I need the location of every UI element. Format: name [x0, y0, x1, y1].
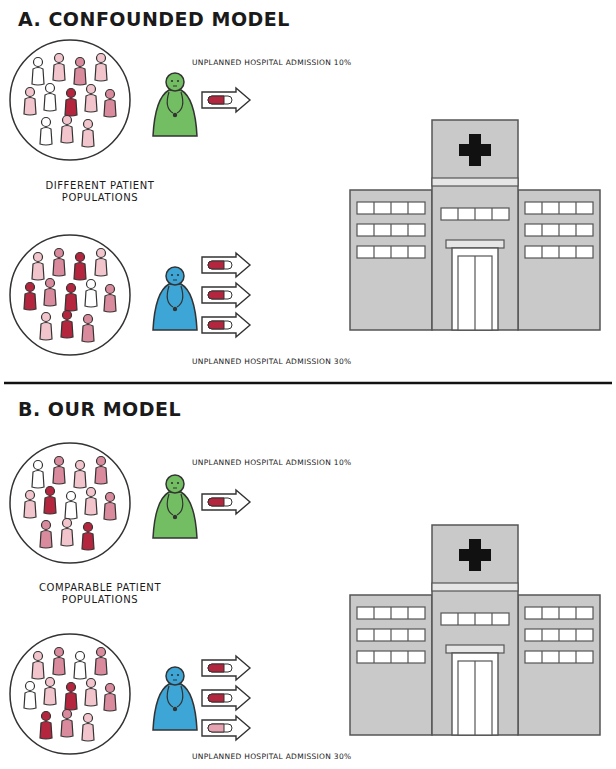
- patient-figure: [104, 493, 116, 521]
- patient-figure: [74, 58, 86, 86]
- admission-arrow: [202, 686, 250, 710]
- admission-rate: UNPLANNED HOSPITAL ADMISSION 30%: [192, 357, 492, 366]
- hospital-building: [350, 525, 600, 735]
- patient-figure: [24, 491, 36, 519]
- section-title: A. CONFOUNDED MODEL: [18, 8, 438, 31]
- patient-group: [24, 54, 116, 148]
- patient-figure: [95, 54, 107, 82]
- patient-figure: [85, 488, 97, 516]
- doctor-figure: [153, 667, 197, 730]
- patient-figure: [61, 311, 73, 339]
- patient-figure: [82, 523, 94, 551]
- doctor-figure: [153, 475, 197, 538]
- patient-figure: [40, 118, 52, 146]
- patient-figure: [65, 89, 77, 117]
- patient-figure: [82, 714, 94, 742]
- patient-figure: [61, 116, 73, 144]
- admission-arrow: [202, 283, 250, 307]
- admission-rate: UNPLANNED HOSPITAL ADMISSION 10%: [192, 458, 492, 467]
- admission-arrow: [202, 490, 250, 514]
- patient-figure: [74, 253, 86, 281]
- patient-figure: [85, 280, 97, 308]
- admission-arrow: [202, 656, 250, 680]
- patient-figure: [40, 313, 52, 341]
- patient-group: [24, 249, 116, 343]
- patient-figure: [85, 679, 97, 707]
- patient-figure: [44, 84, 56, 112]
- patient-figure: [65, 492, 77, 520]
- patient-figure: [74, 461, 86, 489]
- patient-figure: [44, 279, 56, 307]
- admission-arrow: [202, 313, 250, 337]
- patient-figure: [95, 249, 107, 277]
- patient-figure: [53, 648, 65, 676]
- population-circle: [10, 443, 130, 563]
- patient-figure: [74, 652, 86, 680]
- doctor-figure: [153, 73, 197, 136]
- population-label: DIFFERENT PATIENT POPULATIONS: [25, 180, 175, 204]
- patient-figure: [61, 710, 73, 738]
- admission-arrow: [202, 253, 250, 277]
- admission-arrow: [202, 716, 250, 740]
- patient-figure: [65, 683, 77, 711]
- patient-figure: [95, 457, 107, 485]
- patient-group: [24, 648, 116, 742]
- patient-figure: [32, 652, 44, 680]
- patient-figure: [95, 648, 107, 676]
- patient-group: [24, 457, 116, 551]
- patient-figure: [24, 88, 36, 116]
- patient-figure: [65, 284, 77, 312]
- patient-figure: [32, 253, 44, 281]
- patient-figure: [44, 678, 56, 706]
- population-label: COMPARABLE PATIENT POPULATIONS: [25, 582, 175, 606]
- admission-rate: UNPLANNED HOSPITAL ADMISSION 10%: [192, 58, 492, 67]
- patient-figure: [24, 682, 36, 710]
- patient-figure: [61, 519, 73, 547]
- population-circle: [10, 40, 130, 160]
- patient-figure: [85, 85, 97, 113]
- doctor-figure: [153, 267, 197, 330]
- patient-figure: [40, 521, 52, 549]
- patient-figure: [82, 120, 94, 148]
- patient-figure: [32, 461, 44, 489]
- patient-figure: [53, 54, 65, 82]
- patient-figure: [32, 58, 44, 86]
- population-circle: [10, 235, 130, 355]
- patient-figure: [104, 90, 116, 118]
- patient-figure: [40, 712, 52, 740]
- patient-figure: [104, 285, 116, 313]
- patient-figure: [44, 487, 56, 515]
- section-divider: [4, 382, 612, 385]
- hospital-building: [350, 120, 600, 330]
- patient-figure: [82, 315, 94, 343]
- admission-arrow: [202, 88, 250, 112]
- patient-figure: [24, 283, 36, 311]
- patient-figure: [53, 457, 65, 485]
- section-title: B. OUR MODEL: [18, 398, 438, 421]
- admission-rate: UNPLANNED HOSPITAL ADMISSION 30%: [192, 752, 492, 761]
- patient-figure: [53, 249, 65, 277]
- population-circle: [10, 634, 130, 754]
- patient-figure: [104, 684, 116, 712]
